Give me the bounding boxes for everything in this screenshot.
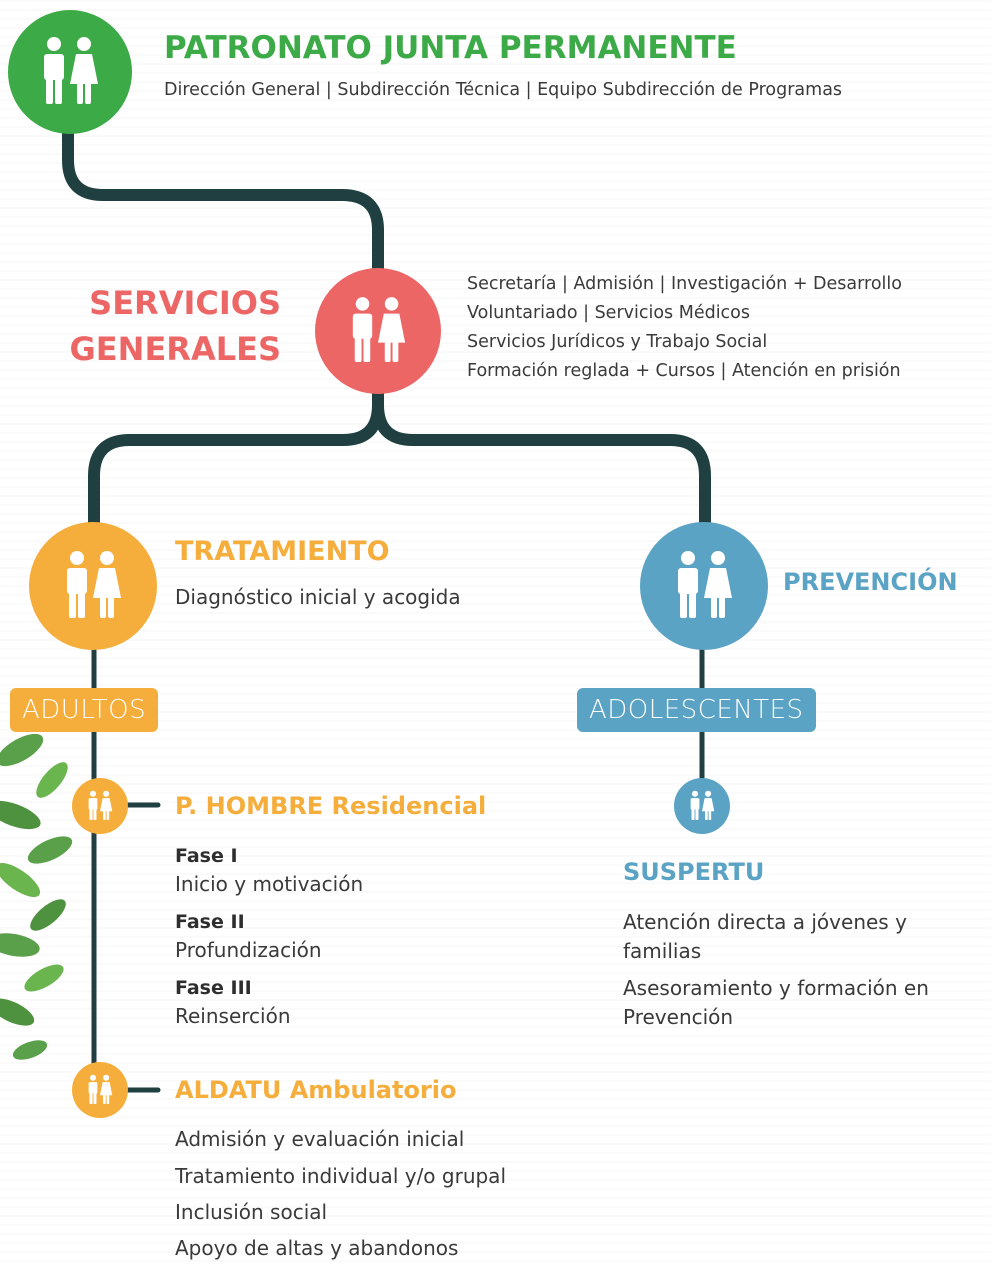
suspertu-title: SUSPERTU	[623, 858, 765, 886]
ambulatorio-item: Tratamiento individual y/o grupal	[175, 1164, 506, 1188]
residencial-title: P. HOMBRE Residencial	[175, 792, 487, 820]
people-icon	[88, 790, 113, 820]
suspertu-item: Atención directa a jóvenes y familias	[623, 910, 907, 963]
leaves-decoration	[0, 733, 73, 1060]
servicios-item: Servicios Jurídicos y Trabajo Social	[467, 332, 768, 352]
servicios-title-line1: SERVICIOS	[89, 284, 281, 322]
phase-desc: Reinserción	[175, 1004, 291, 1028]
ambulatorio-item: Admisión y evaluación inicial	[175, 1127, 465, 1151]
servicios-item: Formación reglada + Cursos | Atención en…	[467, 361, 901, 381]
servicios-title-line2: GENERALES	[69, 330, 281, 368]
prevencion-title: PREVENCIÓN	[783, 568, 958, 596]
servicios-item: Voluntariado | Servicios Médicos	[467, 303, 751, 323]
people-icon	[678, 551, 732, 618]
people-icon	[88, 1074, 113, 1104]
ambulatorio-title: ALDATU Ambulatorio	[175, 1076, 457, 1104]
phase-label: Fase II	[175, 911, 245, 933]
phase-label: Fase I	[175, 845, 238, 867]
people-icon	[352, 297, 406, 362]
node-patronato	[8, 10, 132, 134]
node-suspertu	[674, 778, 730, 834]
node-residencial	[72, 778, 128, 834]
phase-desc: Inicio y motivación	[175, 872, 364, 896]
patronato-title: PATRONATO JUNTA PERMANENTE	[164, 30, 737, 66]
people-icon	[690, 790, 715, 820]
adultos-pill: ADULTOS	[10, 688, 159, 732]
node-tratamiento	[29, 522, 157, 650]
adolescentes-pill: ADOLESCENTES	[577, 688, 816, 732]
servicios-item: Secretaría | Admisión | Investigación + …	[467, 274, 902, 294]
tratamiento-title: TRATAMIENTO	[175, 536, 390, 567]
ambulatorio-item: Inclusión social	[175, 1200, 328, 1224]
node-prevencion	[640, 522, 768, 650]
ambulatorio-item: Apoyo de altas y abandonos	[175, 1236, 459, 1260]
node-ambulatorio	[72, 1062, 128, 1118]
people-icon	[67, 551, 121, 618]
phase-desc: Profundización	[175, 938, 322, 962]
people-icon	[44, 37, 98, 104]
suspertu-item: Asesoramiento y formación en Prevención	[623, 976, 929, 1029]
tratamiento-subtitle: Diagnóstico inicial y acogida	[175, 585, 461, 609]
node-servicios	[315, 268, 441, 394]
patronato-subtitle: Dirección General | Subdirección Técnica…	[164, 80, 843, 100]
phase-label: Fase III	[175, 977, 252, 999]
